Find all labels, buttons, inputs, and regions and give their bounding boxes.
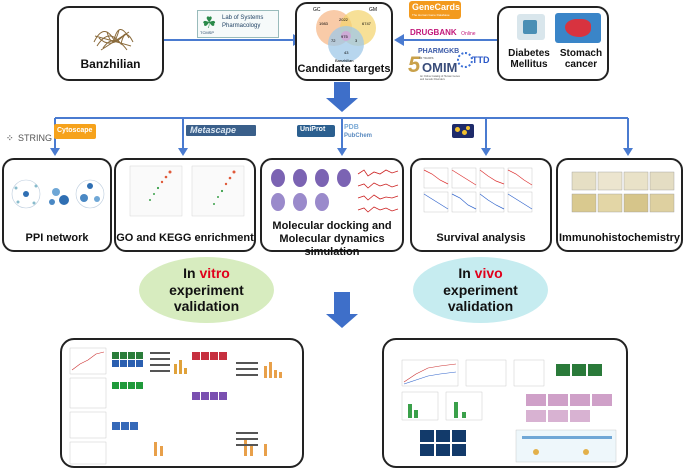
venn-label-a: GC <box>313 7 321 13</box>
cytoscape-logo: Cytoscape <box>54 124 96 139</box>
down-arrow-main <box>326 82 358 112</box>
ihc-image <box>571 171 675 213</box>
tcmsp-small: TCMSP <box>200 30 214 35</box>
candidate-box: GC GM 1983 2022 975 6747 72 3 43 Banzhil… <box>295 2 393 81</box>
in-vitro-title: In vitro <box>183 264 230 281</box>
stomach-image <box>555 13 601 43</box>
ihc-label: Immunohistochemistry <box>558 232 681 244</box>
drop-arrow-5 <box>623 148 633 156</box>
go-kegg-image <box>129 165 245 217</box>
drop-arrow-1 <box>50 148 60 156</box>
venn-bottom: Banzhilian <box>335 58 354 63</box>
herb-box: Banzhilian <box>57 6 164 81</box>
venn-n5: 72 <box>331 38 336 43</box>
ttd-ring-icon <box>457 52 473 68</box>
ttd-logo: TTD <box>457 52 493 70</box>
disease-box: Diabetes Mellitus Stomach cancer <box>497 6 609 81</box>
vivo-word: vivo <box>474 264 503 281</box>
go-kegg-box: GO and KEGG enrichment <box>114 158 256 252</box>
string-dot-icon: ⁘ <box>6 133 14 143</box>
venn-n4: 6747 <box>362 21 371 26</box>
omim-logo: 5 50 YEARS OMIM An Online Catalog of Hum… <box>408 52 460 84</box>
omim-five-icon: 5 <box>408 52 421 77</box>
vitro-word: vitro <box>199 264 230 281</box>
string-logo: ⁘ STRING <box>6 133 53 143</box>
in-vivo-rest: experiment validation <box>443 281 518 315</box>
venn-n7: 43 <box>344 50 349 55</box>
docking-label: Molecular docking and Molecular dynamics… <box>272 220 392 258</box>
ppi-box: PPI network <box>2 158 112 252</box>
drugbank-logo: DRUGBANK Online <box>410 28 476 37</box>
tcmsp-text: Lab of Systems Pharmacology <box>222 15 264 29</box>
survival-image <box>423 167 533 213</box>
genecards-logo: GeneCards The Human Gene Database <box>409 1 461 19</box>
disease-arrow-head <box>394 34 404 46</box>
in-vivo-title: In vivo <box>458 264 503 281</box>
drop-arrow-2 <box>178 148 188 156</box>
venn-n1: 1983 <box>319 21 328 26</box>
in-vivo-oval: In vivo experiment validation <box>413 257 548 323</box>
survival-label: Survival analysis <box>436 232 526 244</box>
docking-box: Molecular docking and Molecular dynamics… <box>260 158 404 258</box>
ppi-network-image <box>11 179 105 209</box>
ihc-box: Immunohistochemistry <box>556 158 683 252</box>
in-vitro-oval: In vitro experiment validation <box>139 257 274 323</box>
disease2-label: Stomach cancer <box>559 48 603 70</box>
drugbank-sub: Online <box>461 31 476 37</box>
docking-image <box>271 169 399 213</box>
survival-box: Survival analysis <box>410 158 552 252</box>
omim-years: 50 YEARS <box>419 56 434 60</box>
venn-label-b: GM <box>369 7 378 13</box>
pharmgkb-logo: PHARMGKB <box>418 48 460 55</box>
in-vivo-results-box <box>382 338 628 468</box>
down-arrow-bottom <box>326 292 358 328</box>
molecule-icon <box>452 124 474 138</box>
disease1-label: Diabetes Mellitus <box>508 48 550 70</box>
metascape-logo: Metascape <box>186 125 256 136</box>
venn-n6: 3 <box>355 38 358 43</box>
herb-image <box>93 29 134 51</box>
pdb-pubchem-logo: PDB PubChem <box>344 124 373 139</box>
omim-sub: An Online Catalog of Human Genes and Gen… <box>420 75 460 81</box>
in-vitro-results-box <box>60 338 304 468</box>
drop-arrow-3 <box>337 148 347 156</box>
uniprot-logo: UniProt <box>297 125 335 137</box>
tcmsp-logo: ☘ Lab of Systems Pharmacology TCMSP <box>197 10 279 38</box>
diabetes-image <box>517 14 545 40</box>
in-vitro-rest: experiment validation <box>169 281 244 315</box>
venn-n3: 975 <box>341 34 348 39</box>
candidate-label: Candidate targets <box>297 63 391 75</box>
genecards-sub: The Human Gene Database <box>412 13 450 17</box>
drop-arrow-4 <box>481 148 491 156</box>
venn-n2: 2022 <box>339 17 348 22</box>
venn-diagram <box>316 10 376 62</box>
go-kegg-label: GO and KEGG enrichment <box>116 232 254 244</box>
in-vitro-results-image <box>69 347 282 465</box>
herb-label: Banzhilian <box>80 57 141 71</box>
tcmsp-mark-icon: ☘ <box>202 15 217 32</box>
ppi-label: PPI network <box>25 232 89 244</box>
in-vivo-results-image <box>401 359 617 463</box>
